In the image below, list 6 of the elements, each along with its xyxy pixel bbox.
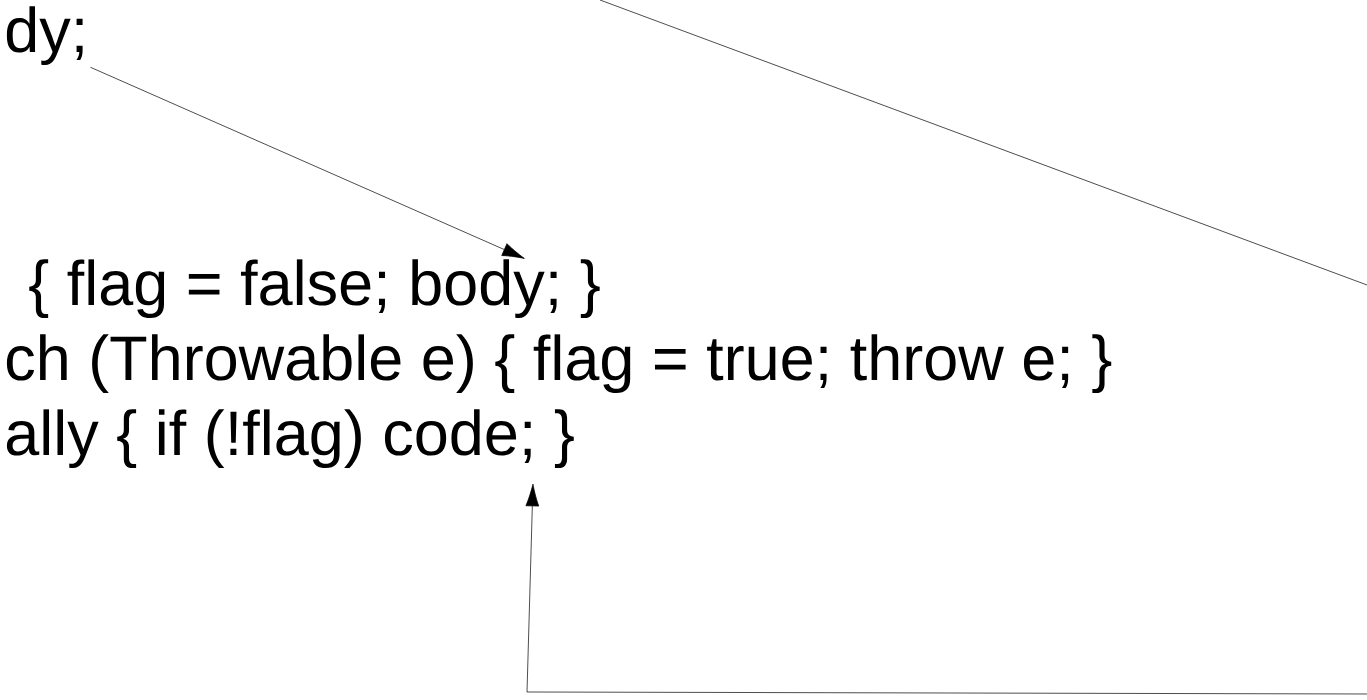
arrow xyxy=(90,66,525,259)
code-line: { flag = false; body; } xyxy=(29,259,600,319)
code-line: ch (Throwable e) { flag = true; throw e; } xyxy=(6,334,1112,394)
code-line: dy; xyxy=(6,6,83,66)
arrow xyxy=(525,483,1367,695)
code-line: ally { if (!flag) code; } xyxy=(6,409,574,469)
